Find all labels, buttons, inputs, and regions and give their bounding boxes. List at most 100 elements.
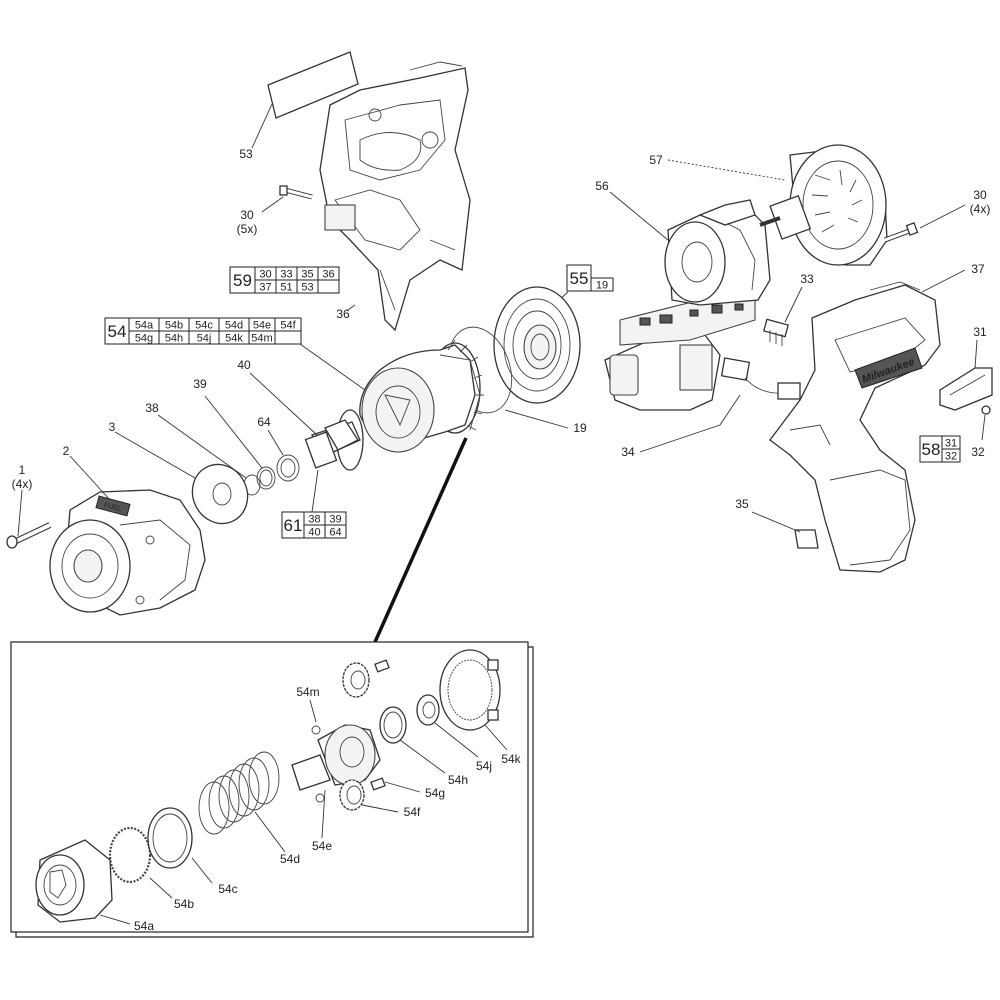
label-33: 33: [800, 272, 814, 286]
label-54f: 54f: [404, 805, 421, 819]
kit-54-item: 54k: [225, 333, 243, 345]
part-64-ring: [276, 454, 300, 482]
part-54-gear-case: [359, 339, 484, 453]
label-64: 64: [257, 415, 271, 429]
label-57: 57: [649, 153, 663, 167]
kit-61-box: 61 38 39 40 64: [281, 511, 347, 539]
part-39-ring: [256, 466, 276, 490]
part-1-screw: [6, 522, 52, 549]
label-54c: 54c: [218, 882, 237, 896]
part-54c-washer: [147, 807, 193, 869]
kit-59-item: 37: [259, 282, 271, 294]
kit-54-item: 54b: [165, 320, 183, 332]
part-32-screw: [981, 405, 991, 415]
label-54h: 54h: [448, 773, 468, 787]
label-34: 34: [621, 445, 635, 459]
kit-54-number: 54: [108, 322, 127, 341]
label-30-right: 30: [973, 188, 987, 202]
label-31: 31: [973, 325, 987, 339]
part-54b-ring: [108, 826, 152, 884]
part-30-screw-upper: [279, 185, 313, 200]
label-38: 38: [145, 401, 159, 415]
kit-61-item: 64: [329, 527, 341, 539]
kit-59-item: 51: [280, 282, 292, 294]
label-54b: 54b: [174, 897, 194, 911]
label-39: 39: [193, 377, 207, 391]
part-54h-ring: [379, 706, 407, 744]
kit-58-item: 32: [945, 451, 957, 463]
label-37: 37: [971, 262, 985, 276]
part-36-housing-half: [319, 61, 471, 332]
kit-58-box: 58 31 32: [919, 435, 961, 463]
kit-61-item: 40: [308, 527, 320, 539]
part-57-motor-cap: [759, 144, 888, 266]
label-54k: 54k: [501, 752, 521, 766]
kit-59-item: 36: [322, 269, 334, 281]
part-3-washer: [191, 463, 249, 525]
label-1: 1: [19, 463, 26, 477]
part-labels: 1 (4x) 2 3 38 39 40 64 53 30 (5x) 36 19 …: [12, 147, 991, 933]
kit-54-item: 54j: [197, 333, 212, 345]
part-2-front-cap: FUEL: [49, 489, 206, 616]
part-40-anvil: [304, 409, 364, 471]
label-19: 19: [573, 421, 587, 435]
part-54m-balls: [311, 725, 325, 803]
label-54j: 54j: [476, 759, 492, 773]
kit-59-item: 30: [259, 269, 271, 281]
kit-54-box: 54 54a 54b 54c 54d 54e 54f 54g 54h 54j 5…: [104, 317, 302, 345]
kit-58-number: 58: [922, 440, 941, 459]
label-53: 53: [239, 147, 253, 161]
part-35-tab: [794, 529, 819, 549]
label-1-qty: (4x): [12, 477, 33, 491]
kit-55-number: 55: [570, 269, 589, 288]
kit-59-item: 53: [301, 282, 313, 294]
fuel-badge-text: FUEL: [103, 502, 122, 513]
part-30-screw-right: [884, 222, 919, 243]
part-31-clip: [939, 367, 993, 411]
label-2: 2: [63, 444, 70, 458]
part-53-label-plate: [267, 51, 359, 119]
kit-58-item: 31: [945, 438, 957, 450]
kit-55-item: 19: [596, 280, 608, 292]
part-54e-spindle: [291, 724, 381, 791]
part-54a-sleeve: [35, 839, 113, 923]
label-35: 35: [735, 497, 749, 511]
part-54k-ring-gear: [439, 649, 501, 731]
part-54f-gear: [339, 777, 386, 811]
part-33-connector: [763, 318, 789, 346]
kit-54-item: 54a: [135, 320, 154, 332]
label-30-upper: 30: [240, 208, 254, 222]
part-54-gear-upper: [342, 659, 390, 698]
part-19-ring-gear: [493, 286, 581, 404]
part-54d-spring: [198, 751, 280, 835]
kit-54-item: 54d: [225, 320, 243, 332]
kit-59-item: 33: [280, 269, 292, 281]
label-54g: 54g: [425, 786, 445, 800]
kit-54-item: 54g: [135, 333, 153, 345]
kit-55-box: 55 19: [566, 264, 614, 292]
kit-61-item: 38: [308, 514, 320, 526]
kit-61-item: 39: [329, 514, 341, 526]
kit-59-number: 59: [233, 271, 252, 290]
part-56-motor-pcb: [604, 199, 771, 411]
kit-54-item: 54c: [195, 320, 213, 332]
label-30-right-qty: (4x): [970, 202, 991, 216]
detail-callout-line: [373, 437, 468, 643]
kit-54-item: 54m: [251, 333, 272, 345]
kit-54-item: 54f: [280, 320, 296, 332]
label-32: 32: [971, 445, 985, 459]
label-54d: 54d: [280, 852, 300, 866]
part-37-housing-half: Milwaukee: [769, 281, 941, 573]
label-36: 36: [336, 307, 350, 321]
label-54m: 54m: [296, 685, 319, 699]
label-30-upper-qty: (5x): [237, 222, 258, 236]
label-54e: 54e: [312, 839, 332, 853]
part-34-switch: [720, 357, 801, 400]
label-54a: 54a: [134, 919, 154, 933]
kit-59-box: 59 30 33 35 36 37 51 53: [229, 266, 340, 294]
part-54j-bushing: [416, 694, 440, 726]
label-56: 56: [595, 179, 609, 193]
label-40: 40: [237, 358, 251, 372]
kit-54-item: 54h: [165, 333, 183, 345]
